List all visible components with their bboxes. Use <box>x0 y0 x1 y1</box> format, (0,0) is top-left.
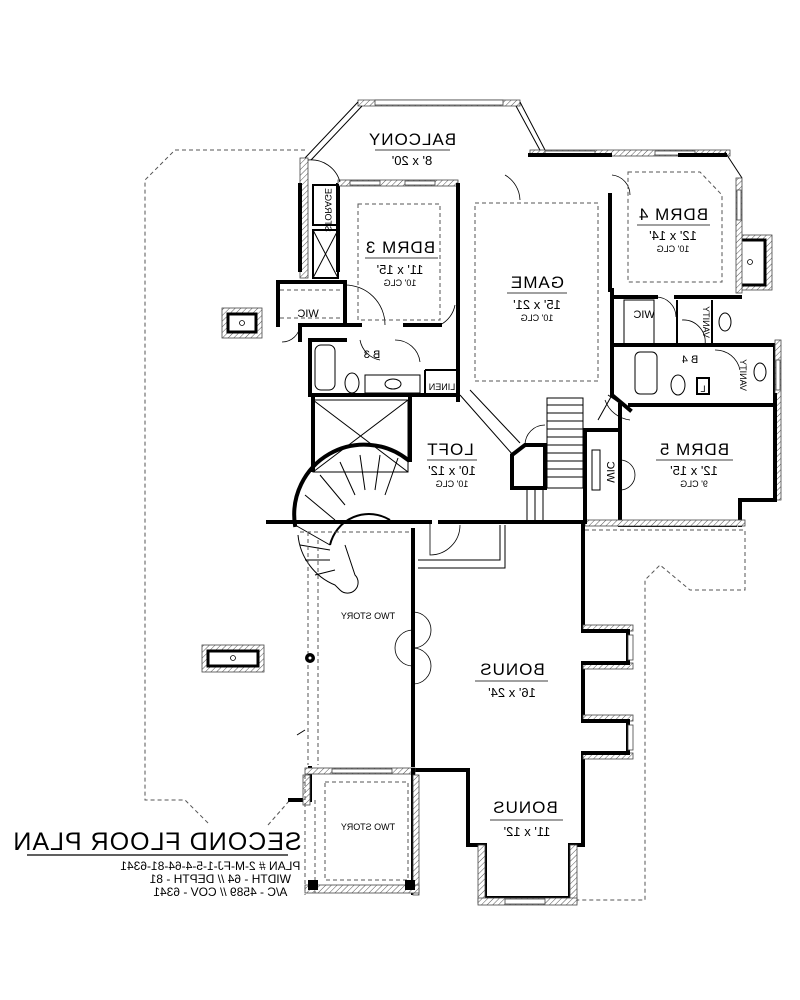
svg-text:GAME: GAME <box>510 273 564 292</box>
label-storage: STORAGE <box>323 188 333 232</box>
plan-title-block: SECOND FLOOR PLAN PLAN # 2-M-FJ-1-5-4-64… <box>12 828 301 899</box>
plan-number: PLAN # 2-M-FJ-1-5-4-64-81-6341 <box>120 859 300 873</box>
room-label-loft: LOFT 10' x 12' 10' CLG <box>426 440 477 489</box>
upper-exterior-wall <box>528 149 743 294</box>
svg-text:8' x 20': 8' x 20' <box>392 153 432 168</box>
plan-dimensions: WIDTH - 64 // DEPTH - 81 <box>149 872 291 886</box>
svg-text:16' x 24': 16' x 24' <box>488 685 536 700</box>
label-vanity-1: VANITY <box>701 306 711 338</box>
label-wic-left: WIC <box>297 308 318 320</box>
room-label-two-story-2: TWO STORY <box>341 822 395 832</box>
svg-text:LOFT: LOFT <box>426 440 473 459</box>
plan-title: SECOND FLOOR PLAN <box>12 828 301 856</box>
svg-text:TWO STORY: TWO STORY <box>341 611 395 621</box>
svg-text:BDRM 3: BDRM 3 <box>365 238 435 257</box>
svg-text:10' x 12': 10' x 12' <box>428 463 476 478</box>
svg-text:15' x 21': 15' x 21' <box>513 297 561 312</box>
room-label-balcony: BALCONY 8' x 20' <box>368 130 456 168</box>
chimney-left-lower <box>201 644 265 673</box>
svg-text:11' x 12': 11' x 12' <box>504 824 551 839</box>
chimney-left-upper <box>221 307 263 339</box>
svg-text:BDRM 4: BDRM 4 <box>638 205 708 224</box>
svg-text:B 3: B 3 <box>364 349 381 361</box>
svg-text:L: L <box>700 384 705 394</box>
svg-text:BDRM 5: BDRM 5 <box>659 440 729 459</box>
room-label-game: GAME 15' x 21' 10' CLG <box>507 273 567 323</box>
svg-text:10' CLG: 10' CLG <box>657 244 690 254</box>
room-label-bdrm4: BDRM 4 12' x 14' 10' CLG <box>637 205 710 254</box>
svg-text:VANITY: VANITY <box>738 359 748 391</box>
svg-text:LINEN: LINEN <box>429 382 456 392</box>
svg-text:10' CLG: 10' CLG <box>521 313 554 323</box>
svg-text:WIC: WIC <box>297 308 318 320</box>
svg-text:12' x 15': 12' x 15' <box>670 463 718 478</box>
room-label-bdrm5: BDRM 5 12' x 15' 9' CLG <box>656 440 733 489</box>
label-wic-bdrm5: WIC <box>604 461 616 482</box>
svg-text:VANITY: VANITY <box>701 306 711 338</box>
svg-text:BONUS: BONUS <box>492 798 557 817</box>
label-linen: LINEN <box>429 382 456 392</box>
svg-text:WIC: WIC <box>633 309 654 321</box>
label-b3: B 3 <box>364 349 381 361</box>
svg-text:10' CLG: 10' CLG <box>384 278 417 288</box>
interior-walls <box>266 171 782 906</box>
svg-text:TWO STORY: TWO STORY <box>341 822 395 832</box>
svg-text:12' x 14': 12' x 14' <box>649 228 697 243</box>
label-vanity-2: VANITY <box>738 359 748 391</box>
label-wic-bdrm4: WIC <box>633 309 654 321</box>
room-label-two-story-1: TWO STORY <box>341 611 395 621</box>
label-l: L <box>700 384 705 394</box>
svg-text:10' CLG: 10' CLG <box>436 479 469 489</box>
label-b4: B 4 <box>682 354 699 366</box>
plan-area: A/C - 4589 // COV - 6341 <box>153 885 287 899</box>
svg-text:BALCONY: BALCONY <box>368 130 456 149</box>
room-label-bonus-2: BONUS 11' x 12' <box>490 798 563 839</box>
room-label-bdrm3: BDRM 3 11' x 15' 10' CLG <box>365 238 438 288</box>
room-label-bonus-1: BONUS 16' x 24' <box>475 660 548 700</box>
svg-text:STORAGE: STORAGE <box>323 188 333 232</box>
roof-outline <box>144 149 746 901</box>
svg-text:BONUS: BONUS <box>479 660 544 679</box>
svg-text:WIC: WIC <box>604 461 616 482</box>
svg-text:B 4: B 4 <box>682 354 699 366</box>
svg-text:9' CLG: 9' CLG <box>680 479 708 489</box>
svg-text:11' x 15': 11' x 15' <box>377 262 424 277</box>
